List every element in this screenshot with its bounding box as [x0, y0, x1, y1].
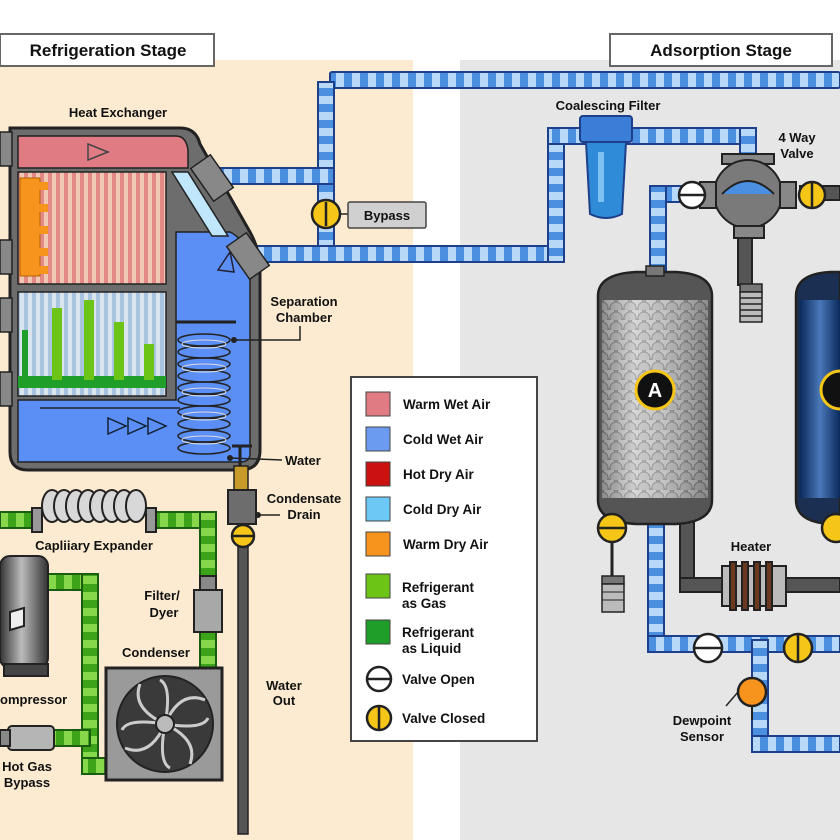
capillary-expander — [31, 489, 157, 533]
valve-open-outlet — [692, 632, 724, 664]
label-condensate-drain-2: Drain — [287, 507, 320, 522]
valve-closed-tower-b-inlet — [797, 180, 827, 210]
adsorption-stage-title: Adsorption Stage — [650, 41, 792, 60]
legend-swatch-refrigerant-gas — [365, 573, 391, 599]
adsorption-stage-header: Adsorption Stage — [609, 33, 833, 67]
hot-gas-bypass-valve — [0, 725, 55, 751]
refrigeration-stage-header: Refrigeration Stage — [0, 33, 215, 67]
valve-open-icon — [365, 665, 393, 693]
tower-b-drain-valve — [820, 512, 840, 544]
exhaust-muffler — [739, 283, 763, 323]
label-water: Water — [285, 453, 321, 468]
filter-dryer — [193, 575, 223, 633]
label-four-way-valve-2: Valve — [780, 146, 813, 161]
adsorption-tower-b — [794, 270, 840, 526]
legend: Warm Wet Air Cold Wet Air Hot Dry Air Co… — [350, 376, 538, 742]
legend-label-hot-dry-air: Hot Dry Air — [403, 467, 475, 482]
label-filter-dyer-1: Filter/ — [144, 588, 180, 603]
label-dewpoint-sensor-2: Sensor — [680, 729, 724, 744]
label-separation-chamber-1: Separation — [270, 294, 337, 309]
label-heat-exchanger: Heat Exchanger — [69, 105, 167, 120]
legend-label-refrigerant-liquid-2: as Liquid — [402, 641, 461, 656]
condenser — [104, 666, 224, 782]
refrigeration-stage-title: Refrigeration Stage — [30, 41, 187, 60]
legend-label-warm-dry-air: Warm Dry Air — [403, 537, 489, 552]
label-filter-dyer-2: Dyer — [150, 605, 179, 620]
label-dewpoint-sensor-1: Dewpoint — [673, 713, 732, 728]
legend-label-refrigerant-liquid: Refrigerant — [402, 625, 475, 640]
valve-closed-outlet — [782, 632, 814, 664]
four-way-valve — [699, 153, 797, 239]
label-coalescing-filter: Coalescing Filter — [556, 98, 661, 113]
dewpoint-sensor — [725, 676, 768, 720]
label-water-out-2: Out — [273, 693, 296, 708]
callout-lines — [229, 326, 301, 461]
legend-label-cold-wet-air: Cold Wet Air — [403, 432, 484, 447]
legend-label-refrigerant-gas-2: as Gas — [402, 596, 446, 611]
bypass-valve — [310, 198, 427, 230]
label-bypass: Bypass — [364, 208, 410, 223]
legend-swatch-refrigerant-liquid — [365, 619, 391, 645]
legend-label-refrigerant-gas: Refrigerant — [402, 580, 475, 595]
legend-swatch-warm-wet-air — [365, 391, 391, 417]
legend-label-cold-dry-air: Cold Dry Air — [403, 502, 482, 517]
heater — [721, 561, 787, 611]
diagram-labels: Heat Exchanger Bypass Separation Chamber… — [0, 98, 816, 790]
condensate-drain — [227, 465, 280, 835]
label-capillary-expander: Capliiary Expander — [35, 538, 153, 553]
label-condensate-drain-1: Condensate — [267, 491, 341, 506]
label-four-way-valve-1: 4 Way — [778, 130, 816, 145]
tower-a-badge: A — [648, 380, 662, 402]
legend-swatch-cold-wet-air — [365, 426, 391, 452]
label-compressor: ompressor — [0, 692, 67, 707]
label-hot-gas-bypass-1: Hot Gas — [2, 759, 52, 774]
label-condenser: Condenser — [122, 645, 190, 660]
legend-label-warm-wet-air: Warm Wet Air — [403, 397, 491, 412]
label-water-out-1: Water — [266, 678, 302, 693]
legend-label-valve-closed: Valve Closed — [402, 711, 485, 726]
label-separation-chamber-2: Chamber — [276, 310, 332, 325]
label-heater: Heater — [731, 539, 771, 554]
legend-swatch-cold-dry-air — [365, 496, 391, 522]
coalescing-filter — [579, 115, 633, 219]
adsorption-tower-a: A — [596, 265, 714, 526]
legend-swatch-warm-dry-air — [365, 531, 391, 557]
legend-label-valve-open: Valve Open — [402, 672, 475, 687]
legend-swatch-hot-dry-air — [365, 461, 391, 487]
condensate-valve — [230, 523, 256, 549]
heat-exchanger — [0, 126, 271, 472]
valve-closed-icon — [365, 704, 393, 732]
label-hot-gas-bypass-2: Bypass — [4, 775, 50, 790]
compressor — [0, 555, 49, 677]
tower-a-drain-valve — [596, 512, 628, 613]
valve-open-tower-a-inlet — [677, 180, 707, 210]
